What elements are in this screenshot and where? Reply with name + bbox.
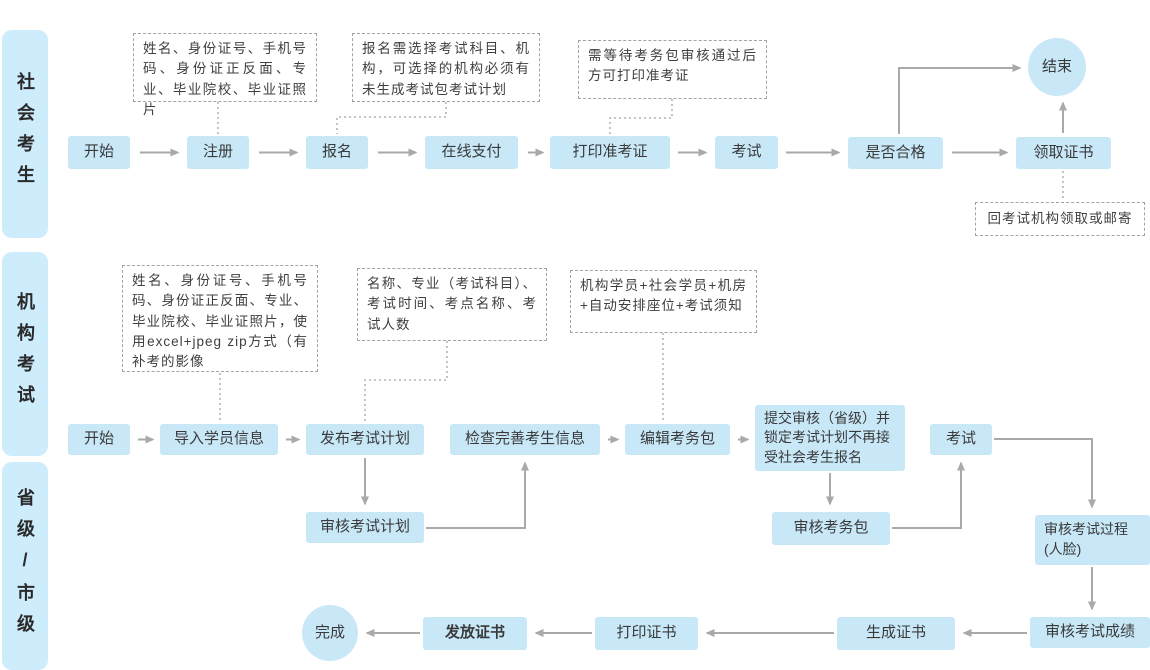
lane-label-provincial-municipal: 省级/市级 — [2, 462, 48, 670]
node-prov-issue-cert: 发放证书 — [423, 617, 527, 650]
annotation-package-content: 机构学员+社会学员+机房+自动安排座位+考试须知 — [570, 270, 757, 333]
annotation-register-fields: 姓名、身份证号、手机号码、身份证正反面、专业、毕业院校、毕业证照片 — [133, 33, 317, 117]
lane-label-social-candidate: 社会考生 — [2, 30, 48, 238]
node-prov-done: 完成 — [302, 605, 358, 661]
node-social-end: 结束 — [1028, 38, 1086, 96]
node-inst-check-info: 检查完善考生信息 — [450, 424, 600, 455]
arrow — [892, 461, 965, 529]
arrow — [994, 438, 1096, 509]
node-prov-review-score: 审核考试成绩 — [1030, 617, 1150, 648]
annotation-admission-rule: 需等待考务包审核通过后方可打印准考证 — [578, 40, 767, 99]
node-inst-start: 开始 — [68, 424, 130, 455]
annotation-plan-fields: 名称、专业（考试科目）、考试时间、考点名称、考试人数 — [357, 268, 547, 341]
node-social-signup: 报名 — [306, 136, 368, 169]
node-prov-generate-cert: 生成证书 — [837, 617, 955, 650]
node-inst-publish-plan: 发布考试计划 — [306, 424, 424, 455]
arrow — [426, 461, 529, 529]
node-social-print-admission: 打印准考证 — [550, 136, 670, 169]
node-prov-print-cert: 打印证书 — [595, 617, 698, 650]
dashed-connector — [609, 99, 673, 134]
node-social-exam: 考试 — [715, 136, 778, 169]
node-prov-review-process: 审核考试过程(人脸) — [1035, 515, 1150, 565]
node-social-online-pay: 在线支付 — [425, 136, 518, 169]
node-social-register: 注册 — [187, 136, 249, 169]
annotation-import-fields: 姓名、身份证号、手机号码、身份证正反面、专业、毕业院校、毕业证照片，使用exce… — [122, 265, 318, 372]
lane-label-institution-exam: 机构考试 — [2, 252, 48, 456]
annotation-signup-rules: 报名需选择考试科目、机构，可选择的机构必须有未生成考试包考试计划 — [352, 33, 540, 102]
node-prov-review-package: 审核考务包 — [772, 512, 890, 545]
dashed-connector — [364, 341, 448, 421]
dashed-connector — [336, 102, 447, 134]
node-social-qualified: 是否合格 — [848, 137, 943, 169]
node-inst-exam: 考试 — [930, 424, 992, 455]
node-inst-import-students: 导入学员信息 — [160, 424, 278, 455]
node-social-start: 开始 — [68, 136, 130, 169]
annotation-receive-method: 回考试机构领取或邮寄 — [975, 202, 1145, 236]
node-social-receive-cert: 领取证书 — [1016, 137, 1111, 169]
arrow — [898, 64, 1022, 134]
node-prov-review-plan: 审核考试计划 — [306, 512, 424, 543]
node-inst-submit-review: 提交审核（省级）并锁定考试计划不再接受社会考生报名 — [755, 405, 905, 471]
node-inst-edit-package: 编辑考务包 — [625, 424, 730, 455]
